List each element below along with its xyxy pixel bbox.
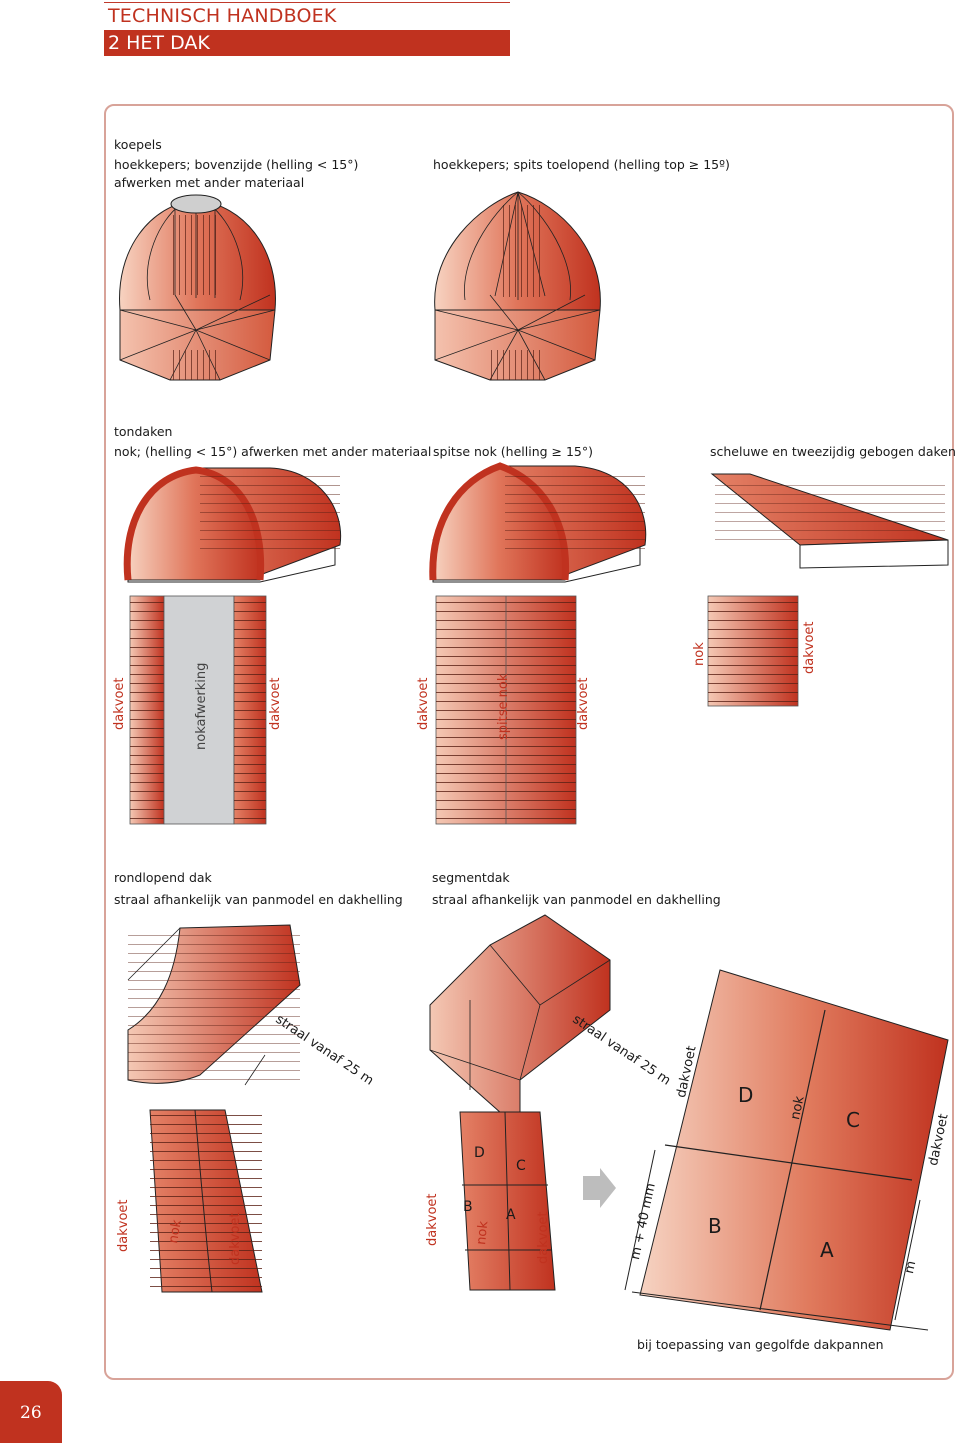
section-title: 2 HET DAK [108,32,210,54]
koepels-left-caption-1: hoekkepers; bovenzijde (helling < 15°) [114,157,359,172]
panel3-dakvoet: dakvoet [802,621,817,675]
content-frame [104,104,954,1380]
tile-panel-scheluw [707,595,799,707]
round-roof-illustration [127,924,301,1293]
barrel-roof-pointed-ridge [429,462,647,583]
segmentdak-caption: straal afhankelijk van panmodel en dakhe… [432,892,721,907]
panel1-dakvoet-right: dakvoet [268,677,283,731]
koepels-left-caption-2: afwerken met ander materiaal [114,175,305,190]
big-tile-A: A [820,1238,834,1262]
segmentdak-dakvoet-left: dakvoet [425,1193,440,1247]
small-tile-B: B [463,1199,473,1215]
rondlopend-dakvoet-right: dakvoet [228,1212,243,1266]
dome-flat-top [119,194,276,381]
big-tile-C: C [846,1108,860,1132]
rondlopend-dakvoet-left: dakvoet [116,1199,131,1253]
panel2-dakvoet-right: dakvoet [576,677,591,731]
warped-roof [710,473,949,569]
barrel-roof-flat-ridge [123,466,342,583]
koepels-heading: koepels [114,137,162,152]
small-tile-A: A [506,1207,516,1223]
tondaken-caption-2: spitse nok (helling ≥ 15°) [433,444,593,459]
header-rule [104,2,510,3]
segmentdak-heading: segmentdak [432,870,510,885]
handbook-title: TECHNISCH HANDBOEK [108,5,337,27]
dome-pointed-top [434,191,601,381]
panel1-dakvoet-left: dakvoet [112,677,127,731]
segment-roof-illustration [429,914,949,1331]
big-tile-D: D [738,1083,754,1107]
segmentdak-nok: nok [474,1220,492,1246]
tile-panel-nokafwerking [129,595,267,825]
page-number: 26 [20,1403,42,1423]
tondaken-heading: tondaken [114,424,173,439]
panel1-nokafwerking: nokafwerking [194,662,209,750]
panel2-spitse-nok: spitse nok [496,673,511,740]
panel2-dakvoet-left: dakvoet [416,677,431,731]
segmentdak-dakvoet-right: dakvoet [536,1211,551,1265]
big-tile-B: B [708,1214,722,1238]
page-number-tab [0,1381,62,1443]
panel3-nok: nok [692,642,707,666]
tile-panel-spitse-nok [435,595,577,825]
koepels-right-caption: hoekkepers; spits toelopend (helling top… [433,157,730,172]
gegolfde-footnote: bij toepassing van gegolfde dakpannen [637,1337,884,1352]
small-tile-D: D [474,1145,485,1161]
section-bar [104,30,510,56]
rondlopend-caption: straal afhankelijk van panmodel en dakhe… [114,892,403,907]
small-tile-C: C [516,1158,526,1174]
tondaken-caption-1: nok; (helling < 15°) afwerken met ander … [114,444,432,459]
tondaken-caption-3: scheluwe en tweezijdig gebogen daken [710,444,956,459]
rondlopend-heading: rondlopend dak [114,870,212,885]
